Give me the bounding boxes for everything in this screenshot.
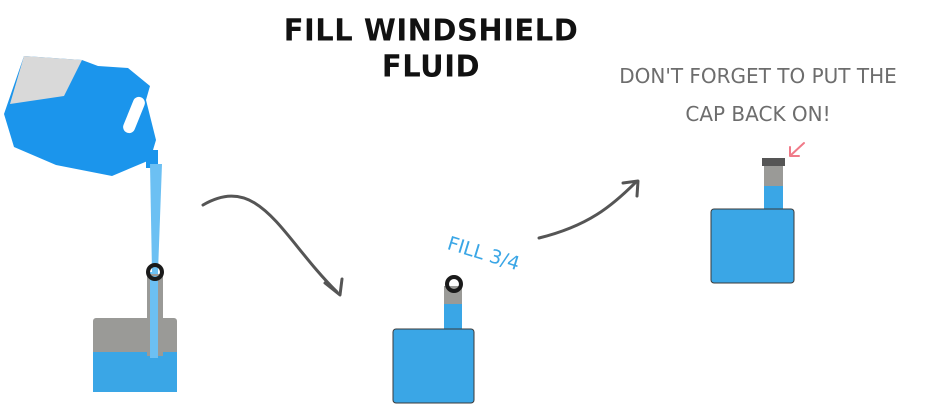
- curved-arrow-icon-2: [537, 179, 640, 240]
- diagram-title: FILL WINDSHIELD FLUID: [283, 12, 579, 84]
- cap-reminder-note: DON'T FORGET TO PUT THE CAP BACK ON!: [619, 64, 897, 126]
- fluid-jug-icon: [4, 56, 158, 176]
- reservoir-step1-icon: [93, 263, 177, 392]
- reservoir-step3-icon: [710, 158, 795, 284]
- cap-pointer-arrow-icon: [789, 142, 805, 157]
- curved-arrow-icon: [201, 194, 344, 297]
- reservoir-step2-icon: [392, 275, 475, 404]
